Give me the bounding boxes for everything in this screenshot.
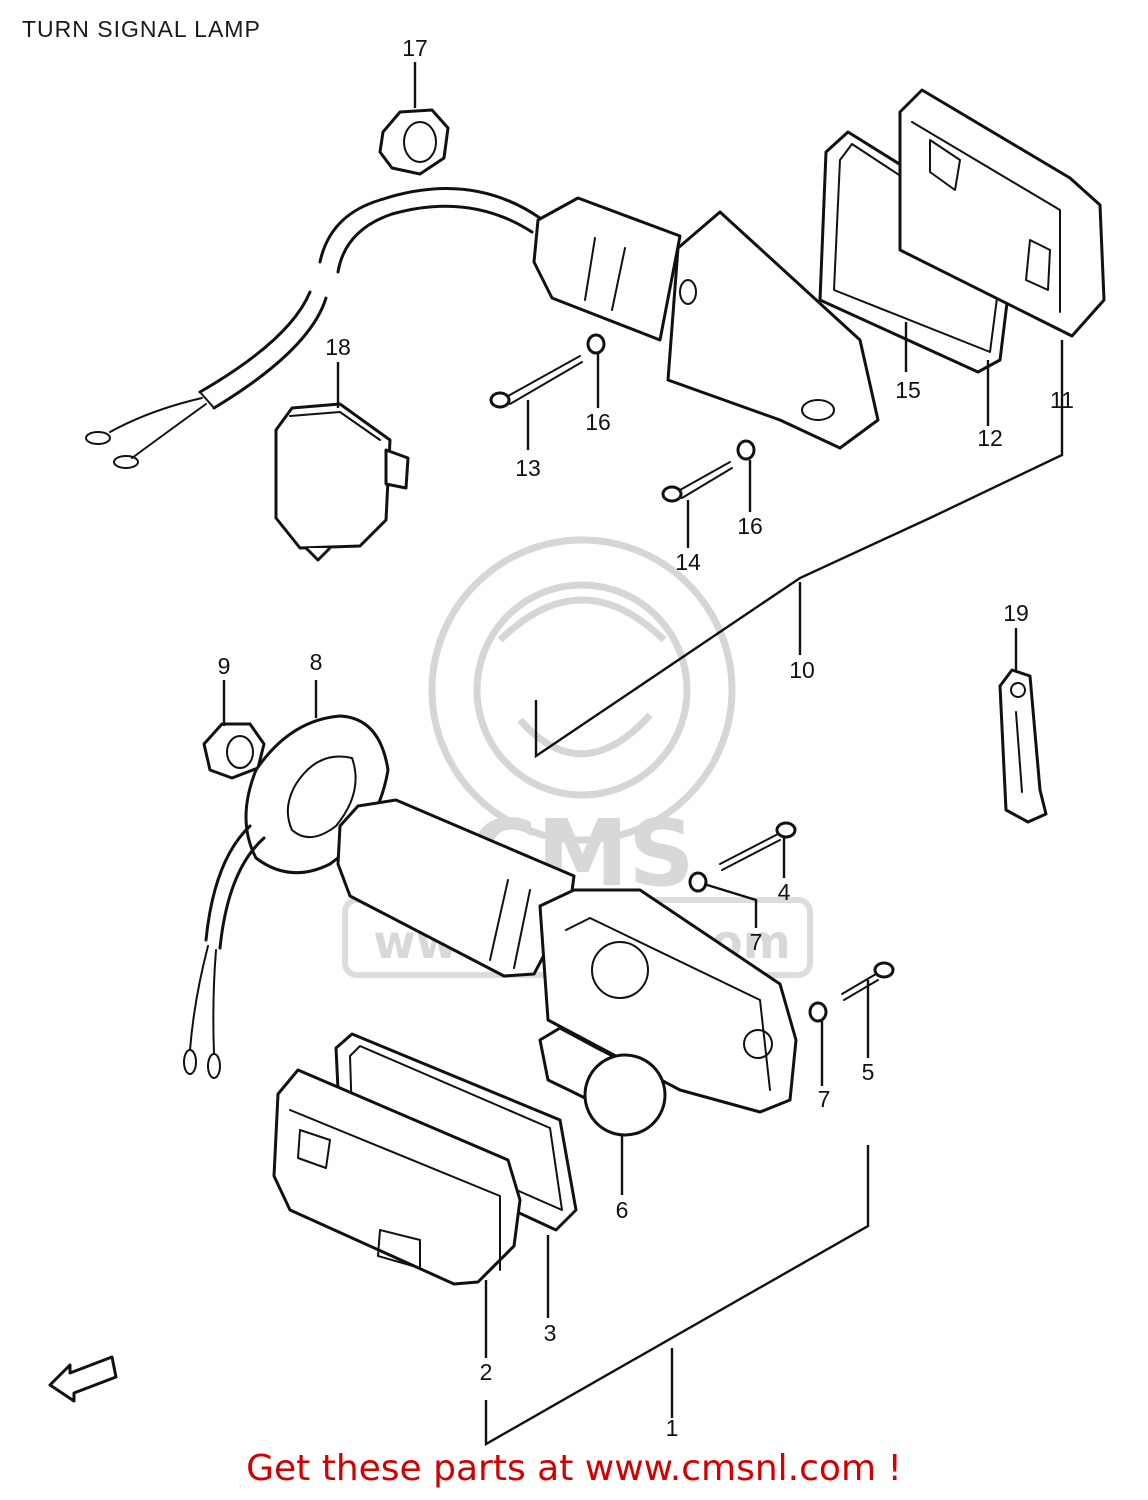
callout-15: 15 — [895, 377, 921, 403]
callout-3: 3 — [544, 1320, 557, 1346]
part-7-nut-upper — [688, 871, 708, 893]
callout-13: 13 — [515, 455, 541, 481]
callout-16-lower: 16 — [737, 513, 763, 539]
footer-link-text[interactable]: Get these parts at www.cmsnl.com ! — [246, 1448, 902, 1489]
leader-lines — [222, 62, 1064, 1447]
callout-4: 4 — [778, 879, 791, 905]
callout-12: 12 — [977, 425, 1003, 451]
callout-6: 6 — [616, 1197, 629, 1223]
part-5-screw — [841, 961, 895, 1001]
callout-1: 1 — [666, 1415, 679, 1441]
part-17-grommet — [378, 108, 450, 176]
callout-11: 11 — [1050, 387, 1074, 413]
callout-2: 2 — [480, 1359, 493, 1385]
front-direction-arrow-icon — [48, 1355, 118, 1403]
part-4-screw — [719, 821, 797, 871]
callout-5: 5 — [862, 1059, 875, 1085]
part-16-nut-upper — [586, 333, 606, 355]
part-19-clip — [998, 668, 1048, 824]
upper-wire-cable — [85, 187, 542, 469]
part-13-screw — [489, 355, 583, 409]
callout-19: 19 — [1003, 600, 1029, 626]
part-14-screw — [661, 461, 733, 503]
part-18-relay — [274, 402, 410, 562]
callout-10: 10 — [789, 657, 815, 683]
part-10-upper-lamp-body — [532, 196, 880, 450]
part-6-bulb — [538, 1026, 667, 1137]
lower-wire-cable — [183, 824, 266, 1079]
callout-7-lower: 7 — [818, 1086, 831, 1112]
part-9-grommet — [202, 722, 266, 780]
part-11-upper-lens — [898, 88, 1106, 338]
diagram-title: TURN SIGNAL LAMP — [22, 16, 261, 42]
part-7-nut-lower — [808, 1001, 828, 1023]
callout-17: 17 — [402, 35, 428, 61]
callout-numbers: 1 2 3 4 5 6 7 7 8 9 10 11 12 13 14 15 16… — [218, 35, 1074, 1441]
callout-16-upper: 16 — [585, 409, 611, 435]
callout-7-upper: 7 — [750, 929, 763, 955]
part-2-lower-lens — [272, 1068, 522, 1286]
callout-9: 9 — [218, 653, 231, 679]
callout-14: 14 — [675, 549, 701, 575]
callout-18: 18 — [325, 334, 351, 360]
callout-8: 8 — [310, 649, 323, 675]
part-16-nut-lower — [736, 439, 756, 461]
